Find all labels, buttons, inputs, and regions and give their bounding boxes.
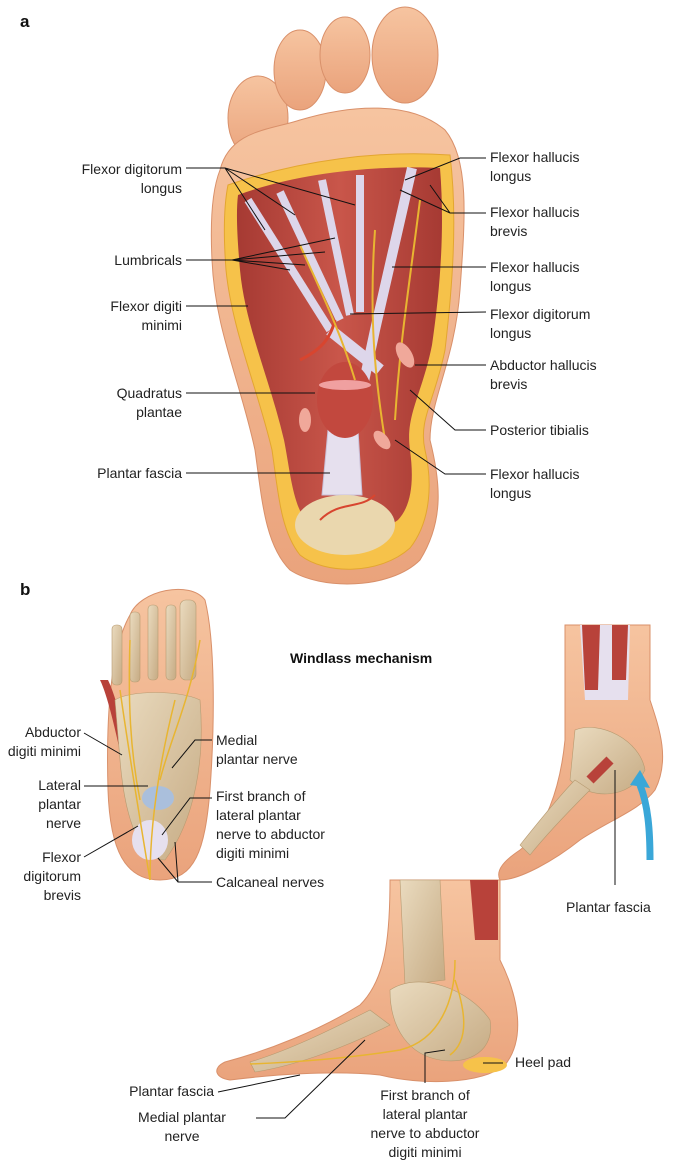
heel-pad-fat <box>463 1057 507 1073</box>
windlass-title: Windlass mechanism <box>290 650 433 666</box>
label-calcaneal-nerves: Calcaneal nerves <box>216 874 325 890</box>
toe-3 <box>319 16 371 94</box>
label-plantar-fascia-side: Plantar fascia <box>566 899 651 915</box>
label-lumbricals: Lumbricals <box>114 252 182 268</box>
toe-4 <box>371 6 439 104</box>
label-plantar-fascia-a: Plantar fascia <box>97 465 182 481</box>
panel-b-letter: b <box>20 580 31 599</box>
plantar-foot-dissection <box>210 6 465 585</box>
heel <box>295 495 395 555</box>
windlass-foot-view <box>498 624 664 885</box>
label-plantar-fascia-bottom: Plantar fascia <box>129 1083 214 1099</box>
plantar-nerves-view <box>100 588 214 881</box>
panel-b-leader-lines <box>83 732 503 1119</box>
label-heel-pad: Heel pad <box>515 1054 572 1070</box>
medial-foot-view <box>216 879 519 1083</box>
panel-a-letter: a <box>20 12 30 31</box>
toe-2 <box>273 29 327 111</box>
panel-a-leader-lines <box>186 157 487 475</box>
label-posterior-tibialis: Posterior tibialis <box>490 422 589 438</box>
quadratus-plantae <box>317 362 373 438</box>
plantar-fascia <box>321 429 363 496</box>
